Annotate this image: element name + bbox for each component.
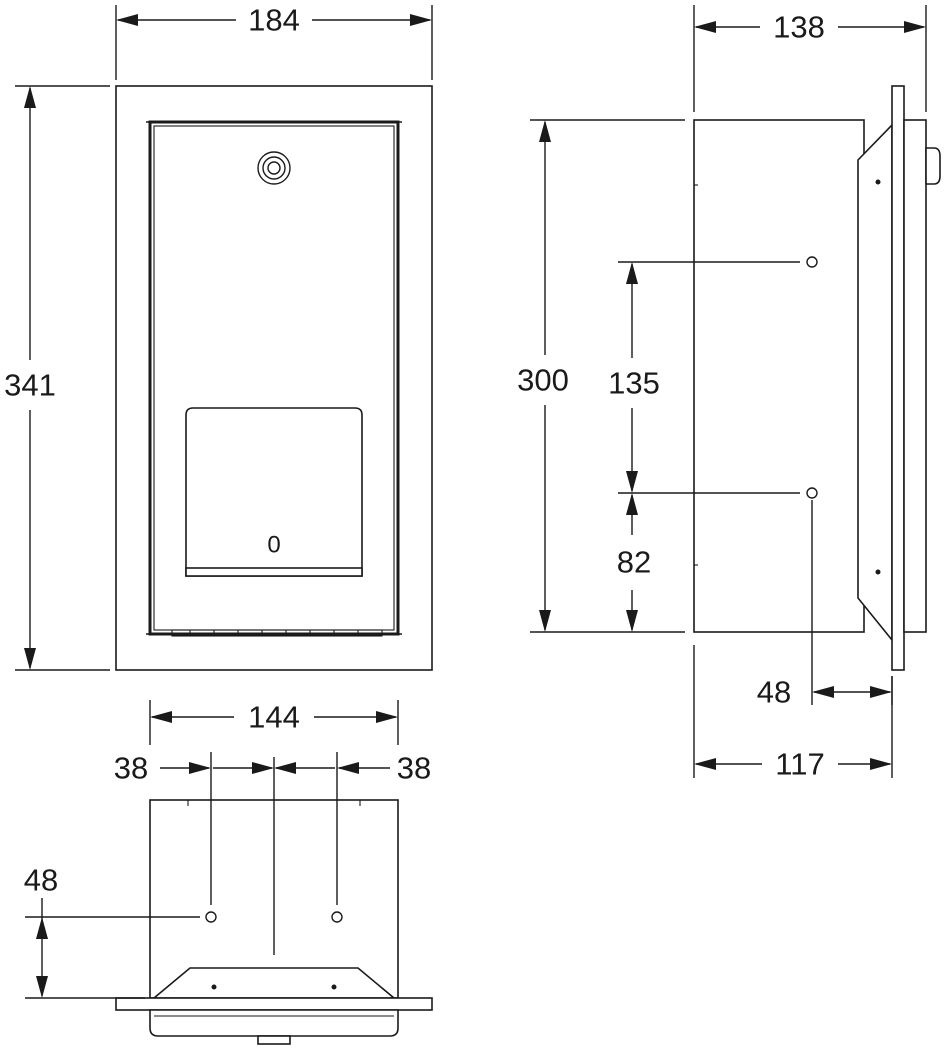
dim-bottom-depth-label: 48 xyxy=(24,863,58,898)
dim-side-body-depth: 117 xyxy=(693,645,893,782)
dim-side-depth-label: 138 xyxy=(773,10,825,45)
dispenser-lip xyxy=(185,567,363,577)
side-lock-knob xyxy=(925,147,941,185)
dim-hole-offsets: 38 38 xyxy=(114,751,431,905)
front-view: 0 xyxy=(115,85,433,671)
side-hole-top xyxy=(806,256,818,268)
dispenser-window xyxy=(185,407,363,577)
dim-side-height-label: 300 xyxy=(517,363,569,398)
side-view xyxy=(693,85,941,671)
side-body xyxy=(693,119,865,633)
mount-hole-right xyxy=(331,911,343,923)
dim-hole-offset-right-label: 38 xyxy=(397,751,431,786)
dim-front-width: 184 xyxy=(115,3,433,80)
dim-side-body-depth-label: 117 xyxy=(775,747,824,782)
dim-front-height-label: 341 xyxy=(4,368,56,403)
dim-hole-depth: 48 xyxy=(757,500,893,710)
dim-side-depth: 138 xyxy=(693,5,927,112)
side-bracket-plate xyxy=(857,123,893,643)
side-flange xyxy=(891,85,905,671)
dim-inner-width: 144 xyxy=(149,700,399,745)
dim-front-height: 341 xyxy=(4,85,110,671)
front-corner-ticks xyxy=(146,121,402,635)
front-bottom-rail-slots xyxy=(189,630,359,636)
bottom-trapezoid-plate xyxy=(151,967,397,999)
mount-hole-left xyxy=(205,911,217,923)
dim-hole-spacing: 135 82 xyxy=(608,261,800,632)
roll-indicator-label: 0 xyxy=(267,532,280,559)
lock-icon xyxy=(257,151,291,185)
bottom-flange xyxy=(115,997,433,1011)
dim-hole-depth-label: 48 xyxy=(757,675,791,710)
side-hole-bottom xyxy=(806,487,818,499)
dim-hole-spacing-label: 135 xyxy=(608,366,660,401)
dim-side-height: 300 xyxy=(517,119,685,633)
dim-front-width-label: 184 xyxy=(248,3,300,38)
front-cabinet-door xyxy=(148,120,400,636)
bottom-tray xyxy=(149,1009,399,1037)
dim-hole-offset-left-label: 38 xyxy=(114,751,148,786)
dim-hole-bottom-offset-label: 82 xyxy=(617,545,651,580)
dim-bottom-depth: 48 xyxy=(24,863,200,999)
bottom-knob xyxy=(257,1035,291,1045)
dim-inner-width-label: 144 xyxy=(248,700,300,735)
side-door-edge xyxy=(903,119,927,633)
front-bottom-rail xyxy=(171,629,383,637)
bottom-view xyxy=(115,757,433,1045)
